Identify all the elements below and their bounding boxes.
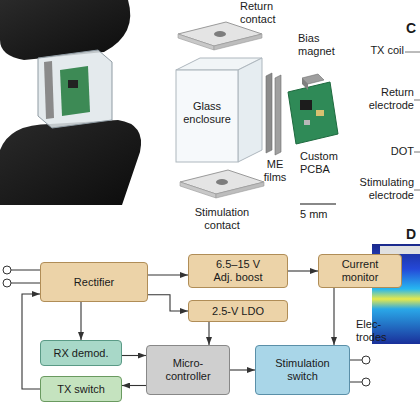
component bbox=[316, 110, 324, 116]
block-box: 2.5-V LDO bbox=[188, 300, 288, 322]
leader-line bbox=[405, 52, 420, 53]
part-label: Stimulating electrode bbox=[336, 176, 414, 201]
block-box: 6.5–15 V Adj. boost bbox=[188, 254, 288, 288]
block-label: 2.5-V LDO bbox=[212, 305, 264, 318]
terminal bbox=[362, 356, 370, 364]
electrode-bar bbox=[380, 246, 420, 254]
signal-arrow bbox=[22, 294, 40, 389]
pcb-inside bbox=[60, 66, 90, 116]
signal-arrow bbox=[122, 355, 146, 356]
plate-side bbox=[180, 182, 216, 198]
block-box: RX demod. bbox=[40, 340, 122, 366]
block-label: Current monitor bbox=[334, 258, 386, 283]
signal-arrow bbox=[122, 385, 146, 386]
block-box: TX switch bbox=[40, 376, 122, 402]
enclosure-side bbox=[238, 58, 262, 162]
wire bbox=[11, 283, 40, 284]
panel-letter: C bbox=[406, 20, 420, 36]
signal-arrow bbox=[333, 288, 334, 345]
leader-line bbox=[414, 152, 420, 153]
signal-arrow bbox=[148, 274, 188, 275]
block-box: Rectifier bbox=[40, 262, 148, 302]
me-film bbox=[275, 75, 281, 155]
contact-hole bbox=[214, 31, 226, 37]
block-box: Stimulation switch bbox=[255, 345, 350, 395]
part-label: 5 mm bbox=[300, 208, 340, 221]
enclosure-front bbox=[176, 70, 238, 162]
contact-hole bbox=[216, 179, 228, 185]
part-label: DOT bbox=[370, 145, 414, 158]
part-label: Return electrode bbox=[340, 86, 414, 111]
signal-arrow bbox=[208, 322, 209, 345]
scale-bar bbox=[300, 203, 336, 205]
block-label: RX demod. bbox=[53, 347, 108, 360]
signal-arrow bbox=[230, 369, 255, 370]
signal-arrow bbox=[80, 302, 81, 340]
leader-line bbox=[414, 100, 420, 101]
magnet-side bbox=[302, 78, 308, 90]
signal-arrow bbox=[288, 270, 318, 271]
part-label: Elec-trodes bbox=[356, 318, 394, 343]
terminal bbox=[3, 266, 11, 274]
signal-arrow bbox=[148, 295, 188, 311]
block-label: TX switch bbox=[57, 383, 105, 396]
component bbox=[304, 120, 310, 125]
wire bbox=[11, 270, 40, 271]
wire bbox=[350, 382, 362, 383]
terminal bbox=[362, 378, 370, 386]
me-film bbox=[266, 73, 272, 153]
chip bbox=[300, 100, 312, 110]
gloved-finger bbox=[0, 0, 130, 60]
panel-letter: D bbox=[406, 226, 420, 242]
block-label: Micro-controller bbox=[158, 357, 218, 382]
part-label: Return contact bbox=[240, 0, 292, 25]
block-box: Current monitor bbox=[318, 254, 402, 288]
gloved-thumb bbox=[0, 120, 141, 205]
part-label: Stimulation contact bbox=[186, 206, 258, 231]
part-label: ME films bbox=[258, 158, 292, 183]
terminal bbox=[3, 279, 11, 287]
wire bbox=[350, 360, 362, 361]
block-box: Micro-controller bbox=[146, 345, 230, 395]
glass-cube bbox=[38, 50, 112, 128]
leader-line bbox=[414, 190, 420, 191]
part-label: Glass enclosure bbox=[178, 100, 236, 125]
pcb-board bbox=[288, 82, 338, 144]
part-label: TX coil bbox=[370, 44, 404, 57]
part-label: Custom PCBA bbox=[300, 150, 350, 175]
block-label: Stimulation switch bbox=[270, 357, 336, 382]
block-label: Rectifier bbox=[74, 276, 114, 289]
chip bbox=[68, 80, 78, 88]
plate-side bbox=[178, 34, 214, 50]
part-label: Bias magnet bbox=[298, 32, 342, 57]
me-film-inside bbox=[44, 61, 54, 119]
block-label: 6.5–15 V Adj. boost bbox=[210, 258, 266, 283]
